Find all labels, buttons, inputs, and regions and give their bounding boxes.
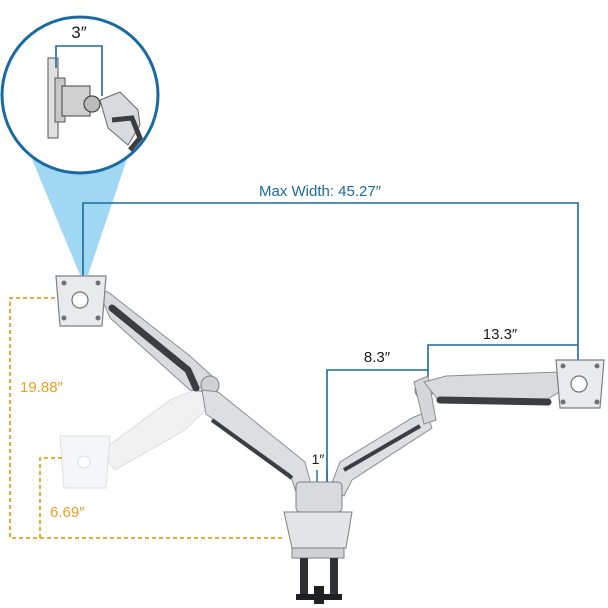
arm-offset-right-dimension-line (326, 369, 428, 492)
lowered-arm-ghost (59, 387, 213, 489)
arm-offset-right-label: 8.3″ (364, 349, 391, 366)
vesa-plate-icon (59, 435, 111, 489)
lower-offset-dimension-line (39, 457, 62, 538)
max-width-dimension-line (82, 202, 579, 360)
inset-offset-dimension-line (55, 45, 103, 96)
pole-gap-label: 1″ (312, 451, 325, 467)
max-width-label: Max Width: 45.27″ (259, 183, 382, 200)
left-arm (55, 275, 313, 493)
arm-length-right-label: 13.3″ (483, 326, 518, 343)
arm-length-right-dimension-line (427, 344, 578, 378)
center-pole (295, 481, 343, 513)
inset-offset-label: 3″ (71, 23, 86, 42)
height-range-dimension-line (9, 297, 282, 539)
right-arm (329, 359, 605, 497)
desk-clamp-icon (283, 481, 353, 604)
height-range-label: 19.88″ (20, 379, 64, 396)
vesa-plate-icon (555, 359, 605, 409)
vesa-plate-icon (55, 275, 107, 327)
lower-offset-label: 6.69″ (50, 504, 85, 521)
inset-detail: 3″ (0, 15, 160, 175)
